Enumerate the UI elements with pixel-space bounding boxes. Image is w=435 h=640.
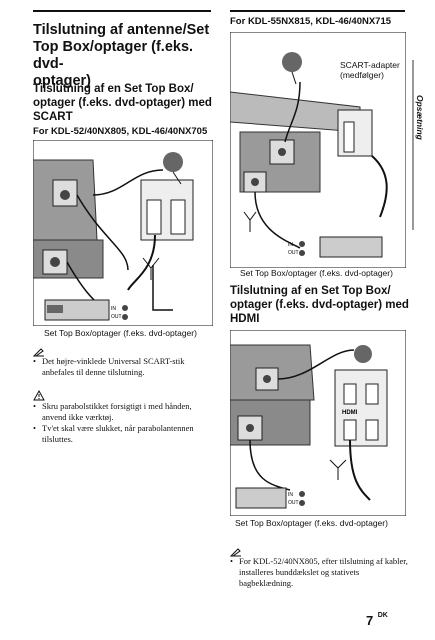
side-tab-rule bbox=[412, 60, 414, 230]
caution-item: •Tv'et skal være slukket, når parabolant… bbox=[33, 423, 194, 444]
hdmi-box-out: OUT bbox=[288, 500, 299, 506]
note-item: •Det højre-vinklede Universal SCART-stik… bbox=[33, 356, 185, 377]
caution-list: •Skru parabolstikket forsigtigt i med hå… bbox=[33, 401, 211, 445]
page-title: Tilslutning af antenne/Set Top Box/optag… bbox=[33, 22, 218, 90]
scart-section-heading: Tilslutning af en Set Top Box/ optager (… bbox=[33, 82, 213, 124]
right-note-list: •For KDL-52/40NX805, efter tilslutning a… bbox=[230, 556, 410, 589]
heading-line: Tilslutning af en Set Top Box/ bbox=[230, 285, 391, 297]
caution-icon bbox=[33, 388, 45, 401]
caution-item: •Skru parabolstikket forsigtigt i med hå… bbox=[33, 401, 192, 422]
left-box-out: OUT bbox=[111, 314, 122, 320]
hdmi-port-label: HDMI bbox=[342, 410, 358, 416]
page-number-value: 7 bbox=[366, 613, 374, 628]
scart-adapter-line: (medfølger) bbox=[340, 70, 384, 80]
scart-adapter-label: SCART-adapter (medfølger) bbox=[340, 60, 400, 80]
note-icon bbox=[229, 544, 242, 557]
note-list: •Det højre-vinklede Universal SCART-stik… bbox=[33, 356, 211, 378]
right-box-in: IN bbox=[288, 242, 293, 248]
scart-adapter-line: SCART-adapter bbox=[340, 60, 400, 70]
page-number: 7 DK bbox=[366, 612, 388, 630]
note-icon bbox=[32, 344, 45, 357]
left-scart-diagram: IN OUT bbox=[33, 140, 213, 326]
page-title-line: Top Box/optager (f.eks. dvd- bbox=[33, 39, 194, 72]
side-tab: Opsætning bbox=[410, 90, 432, 210]
page-title-line: Tilslutning af antenne/Set bbox=[33, 22, 210, 38]
page-title-line: optager) bbox=[33, 73, 91, 89]
heading-line: HDMI bbox=[230, 313, 260, 325]
left-model-heading: For KDL-52/40NX805, KDL-46/40NX705 bbox=[33, 126, 208, 137]
left-top-rule bbox=[33, 10, 211, 12]
heading-line: optager (f.eks. dvd-optager) med bbox=[230, 299, 409, 311]
left-box-in: IN bbox=[111, 306, 116, 312]
side-tab-label: Opsætning bbox=[415, 95, 425, 140]
page-number-lang: DK bbox=[377, 612, 388, 619]
heading-line: Tilslutning af en Set Top Box/ bbox=[33, 83, 194, 95]
hdmi-diagram-caption: Set Top Box/optager (f.eks. dvd-optager) bbox=[235, 518, 388, 528]
note-item: •For KDL-52/40NX805, efter tilslutning a… bbox=[230, 556, 408, 588]
right-diagram-caption: Set Top Box/optager (f.eks. dvd-optager) bbox=[240, 268, 393, 278]
heading-line: SCART bbox=[33, 111, 73, 123]
hdmi-box-in: IN bbox=[288, 492, 293, 498]
left-diagram-caption: Set Top Box/optager (f.eks. dvd-optager) bbox=[44, 328, 197, 338]
hdmi-section-heading: Tilslutning af en Set Top Box/ optager (… bbox=[230, 284, 410, 326]
right-top-rule bbox=[230, 10, 405, 12]
right-model-heading: For KDL-55NX815, KDL-46/40NX715 bbox=[230, 16, 392, 27]
right-box-out: OUT bbox=[288, 250, 299, 256]
hdmi-diagram: HDMI IN OUT bbox=[230, 330, 406, 516]
right-scart-diagram: IN OUT bbox=[230, 32, 406, 268]
heading-line: optager (f.eks. dvd-optager) med bbox=[33, 97, 212, 109]
